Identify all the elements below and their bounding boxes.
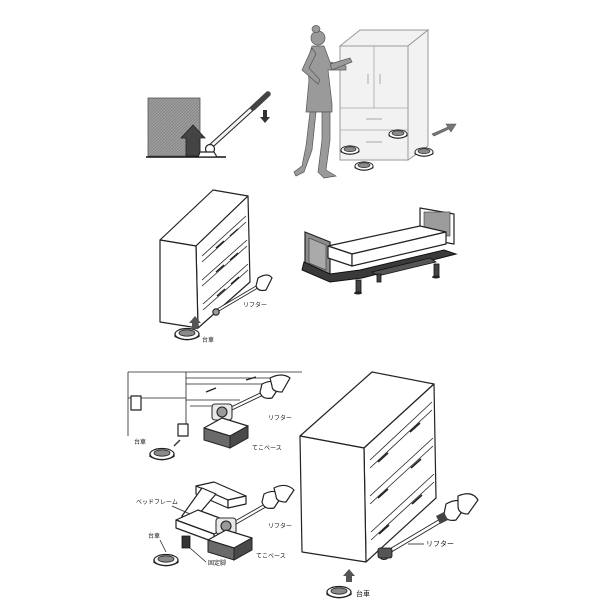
lifter-tool-upper <box>211 374 291 421</box>
dolly-label-panel3: 台車 <box>202 336 214 344</box>
panel-chest-lifter: リフター 台車 <box>159 189 273 344</box>
lever-base-label-upper: てこベース <box>252 445 282 452</box>
dolly-panel3 <box>174 327 200 341</box>
dolly-label-large: 台車 <box>356 589 370 598</box>
dolly-large-up-arrow-icon <box>343 569 355 582</box>
panel-bed <box>301 207 458 295</box>
lifter-tool-lower <box>215 484 295 535</box>
lifter-label-large: リフター <box>426 539 454 548</box>
lever-base-label-lower: てこベース <box>256 553 286 560</box>
panel-large-chest-lifter: リフター 台車 <box>299 371 479 599</box>
ghost-wardrobe <box>338 28 430 161</box>
dolly-up-arrow-icon <box>189 316 201 329</box>
person-figure <box>293 25 353 179</box>
lever-base-lower <box>207 529 253 561</box>
lifter-tool-large <box>377 493 479 561</box>
push-direction-arrow-icon <box>431 123 457 137</box>
lifter-label-upper: リフター <box>268 414 292 422</box>
panel-person-pushing-cabinet <box>293 25 457 179</box>
lifter-tool-small <box>212 274 273 316</box>
dolly-upper <box>149 447 175 461</box>
bed-frame-label: ベッドフレーム <box>136 499 178 506</box>
lifter-label-panel3: リフター <box>243 301 267 309</box>
fixing-part-label: 固定脚 <box>208 559 226 567</box>
dolly-lower <box>153 553 179 567</box>
panel-closeup-leg-frame: リフター てこベース 台車 ベッドフレーム <box>127 371 302 567</box>
lever-base-upper <box>203 417 249 449</box>
lever-tool <box>197 91 271 158</box>
lifter-label-lower: リフター <box>268 522 292 530</box>
dolly-large <box>326 585 352 599</box>
down-arrow-icon <box>260 110 270 123</box>
panel-lever-principle <box>146 91 271 158</box>
dolly-label-lower: 台車 <box>148 532 160 540</box>
dolly-label-upper: 台車 <box>134 438 146 446</box>
